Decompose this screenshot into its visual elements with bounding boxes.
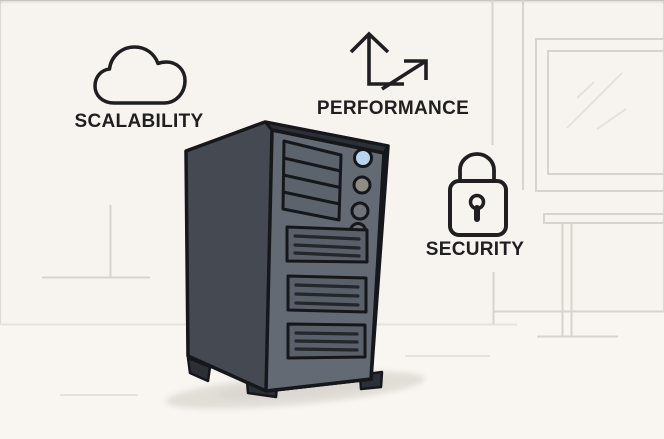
floor-marks — [60, 355, 490, 396]
growth-arrow-icon — [349, 31, 428, 91]
wall-lines — [491, 0, 524, 190]
window-glare — [566, 72, 627, 130]
vent-panel-3 — [286, 322, 367, 360]
vent-panel-2 — [286, 274, 368, 314]
keyhole — [468, 193, 486, 222]
wall-decor-left — [42, 205, 150, 279]
drive-bays — [281, 139, 343, 222]
security-label: SECURITY — [425, 239, 525, 260]
led-gray-1 — [350, 201, 370, 221]
scalability-label: SCALABILITY — [74, 111, 204, 132]
window-frame — [535, 38, 664, 192]
led-tan — [352, 175, 372, 195]
side-table — [537, 213, 664, 338]
cloud-icon — [93, 45, 187, 105]
padlock-icon — [448, 152, 508, 237]
vent-panel-1 — [285, 225, 369, 264]
server-tower — [184, 120, 390, 399]
power-led-blue — [353, 148, 373, 168]
performance-label: PERFORMANCE — [316, 98, 470, 119]
vent-panels — [285, 225, 369, 360]
